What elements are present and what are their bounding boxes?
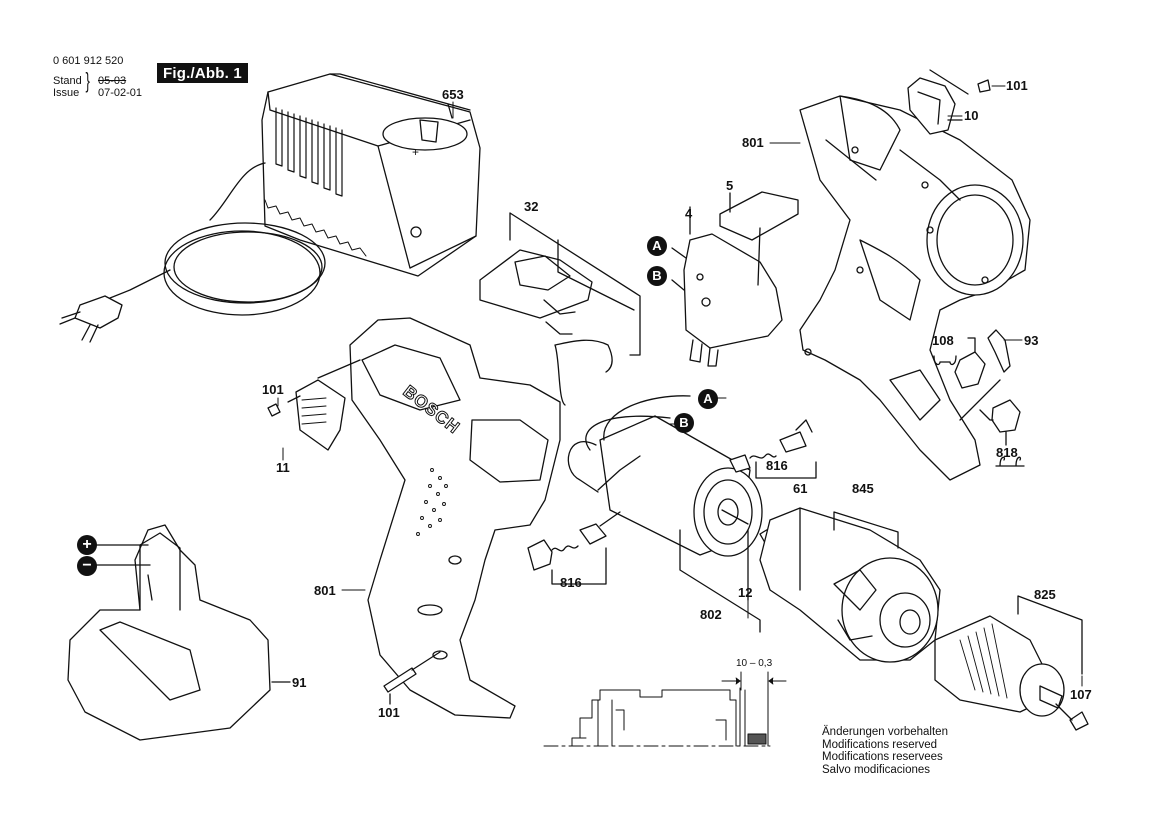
battery-cover-drawing xyxy=(480,213,640,405)
housing-left-drawing xyxy=(350,318,560,718)
power-cord-drawing xyxy=(60,163,325,342)
label-gearbox: 845 xyxy=(852,481,874,496)
label-brush-holder-right: 816 xyxy=(766,458,788,473)
connector-a-switch: A xyxy=(647,236,667,256)
modifications-note: Änderungen vorbehalten Modifications res… xyxy=(822,726,948,776)
chuck-drawing xyxy=(935,596,1088,730)
brush-holder-left-drawing xyxy=(528,512,620,584)
connector-a-motor: A xyxy=(698,389,718,409)
label-switch: 4 xyxy=(685,206,693,221)
small-parts-drawing xyxy=(934,330,1024,466)
minus-terminal-icon: − xyxy=(77,556,97,576)
cap-right-drawing xyxy=(908,70,990,134)
note-line: Modifications reservees xyxy=(822,751,943,763)
label-bit: 93 xyxy=(1024,333,1039,348)
connector-b-motor: B xyxy=(674,413,694,433)
screw-bottom-drawing xyxy=(384,652,440,704)
label-brush-holder-left: 816 xyxy=(560,575,582,590)
note-line: Modifications reserved xyxy=(822,738,938,751)
label-motor: 802 xyxy=(700,607,722,622)
note-line: Änderungen vorbehalten xyxy=(822,726,948,738)
issue-label: Issue xyxy=(53,87,80,99)
issue-date: 07-02-01 xyxy=(98,87,143,99)
part-number: 0 601 912 520 xyxy=(53,55,124,67)
switch-drawing xyxy=(672,192,798,366)
brace-glyph: } xyxy=(85,68,90,93)
label-cap-left: 11 xyxy=(276,460,290,475)
label-screw-bottom: 101 xyxy=(378,705,400,720)
label-battery-cover: 32 xyxy=(524,199,539,214)
label-housing-right: 801 xyxy=(742,135,764,150)
note-line: Salvo modificaciones xyxy=(822,763,931,776)
figure-label: Fig./Abb. 1 xyxy=(157,63,248,83)
label-screw-left: 101 xyxy=(262,382,284,397)
label-cap-right: 10 xyxy=(964,108,979,123)
label-screw-top: 101 xyxy=(1006,78,1028,93)
cap-left-drawing xyxy=(268,360,360,450)
housing-right-drawing xyxy=(800,96,1030,480)
gearbox-drawing xyxy=(760,508,940,662)
label-battery: 91 xyxy=(292,675,307,690)
battery-drawing xyxy=(68,525,290,740)
old-date: 05-03 xyxy=(98,75,127,87)
charger-drawing: + xyxy=(262,74,480,276)
plus-terminal-icon: + xyxy=(77,535,97,555)
label-housing-left: 801 xyxy=(314,583,336,598)
label-chuck: 825 xyxy=(1034,587,1056,602)
label-trigger: 5 xyxy=(726,178,734,193)
label-pinion: 12 xyxy=(738,585,753,600)
dimension-detail-drawing xyxy=(544,672,786,746)
label-clip-alt: 818 xyxy=(996,445,1018,460)
stand-label: Stand xyxy=(53,75,82,87)
svg-text:+: + xyxy=(412,145,419,159)
connector-b-switch: B xyxy=(647,266,667,286)
label-gearbox-housing: 61 xyxy=(793,481,808,496)
label-charger: 653 xyxy=(442,87,464,102)
dimension-label: 10 – 0,3 xyxy=(736,658,773,669)
motor-drawing xyxy=(568,396,776,632)
label-clip: 108 xyxy=(932,333,954,348)
brush-holder-right-drawing xyxy=(730,420,816,478)
label-chuck-screw: 107 xyxy=(1070,687,1092,702)
